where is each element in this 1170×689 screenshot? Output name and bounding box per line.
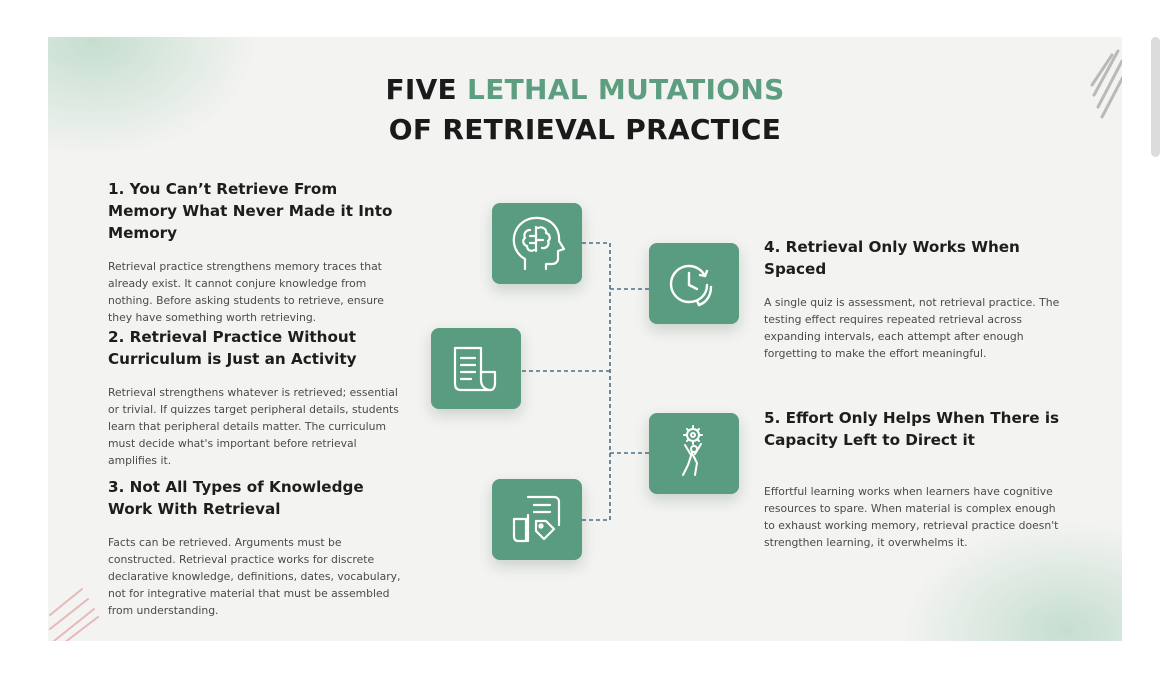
title-accent: LETHAL MUTATIONS bbox=[467, 73, 785, 106]
page-title-line1: FIVE LETHAL MUTATIONS bbox=[48, 73, 1122, 106]
person-gear-icon bbox=[682, 425, 703, 476]
section-5: 5. Effort Only Helps When There is Capac… bbox=[764, 407, 1064, 551]
clipboard-tag-icon bbox=[512, 495, 561, 543]
section-1: 1. You Can’t Retrieve From Memory What N… bbox=[108, 178, 408, 326]
section-1-body: Retrieval practice strengthens memory tr… bbox=[108, 260, 384, 324]
section-2-heading: 2. Retrieval Practice Without Curriculum… bbox=[108, 328, 357, 368]
scrollbar[interactable] bbox=[1151, 37, 1160, 157]
tile-person-gear bbox=[649, 413, 739, 494]
section-2: 2. Retrieval Practice Without Curriculum… bbox=[108, 326, 408, 469]
decorative-strokes-bottom-left bbox=[49, 588, 99, 641]
section-5-heading: 5. Effort Only Helps When There is Capac… bbox=[764, 409, 1060, 449]
title-prefix: FIVE bbox=[385, 73, 457, 106]
decorative-strokes-top-right bbox=[1090, 49, 1122, 119]
section-1-heading: 1. You Can’t Retrieve From Memory What N… bbox=[108, 180, 393, 242]
section-2-body: Retrieval strengthens whatever is retrie… bbox=[108, 386, 399, 467]
section-3-body: Facts can be retrieved. Arguments must b… bbox=[108, 536, 401, 617]
brain-head-icon bbox=[512, 216, 566, 271]
tile-brain bbox=[492, 203, 582, 284]
clock-refresh-icon bbox=[669, 264, 713, 307]
connector-lines bbox=[522, 242, 649, 521]
section-3-heading: 3. Not All Types of Knowledge Work With … bbox=[108, 478, 364, 518]
tile-clipboard bbox=[492, 479, 582, 560]
tile-clock bbox=[649, 243, 739, 324]
section-5-body: Effortful learning works when learners h… bbox=[764, 485, 1059, 549]
tile-document bbox=[431, 328, 521, 409]
section-4-body: A single quiz is assessment, not retriev… bbox=[764, 296, 1060, 360]
infographic-card: FIVE LETHAL MUTATIONS OF RETRIEVAL PRACT… bbox=[48, 37, 1122, 641]
section-3: 3. Not All Types of Knowledge Work With … bbox=[108, 476, 408, 619]
document-icon bbox=[453, 346, 497, 392]
section-4-heading: 4. Retrieval Only Works When Spaced bbox=[764, 238, 1020, 278]
section-4: 4. Retrieval Only Works When Spaced A si… bbox=[764, 236, 1064, 362]
page-title-line2: OF RETRIEVAL PRACTICE bbox=[388, 113, 782, 146]
